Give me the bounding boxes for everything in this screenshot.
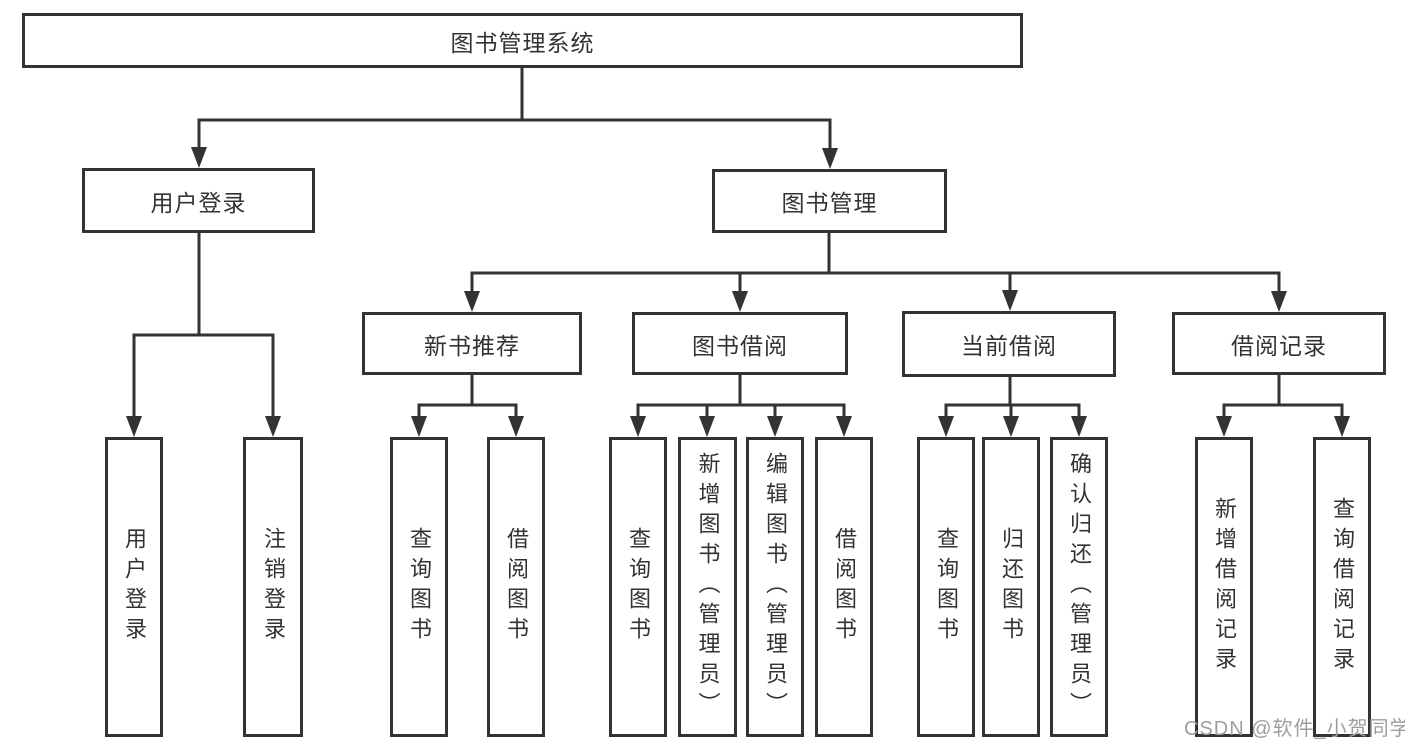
- node-library-management-system: 图书管理系统: [22, 13, 1023, 68]
- node-label: 图书管理: [781, 190, 878, 216]
- leaf-label: 新增图书（管理员）: [695, 452, 721, 722]
- leaf-add-borrow-record: 新增借阅记录: [1195, 437, 1253, 737]
- leaf-label: 查询借阅记录: [1330, 497, 1355, 677]
- node-label: 图书借阅: [692, 332, 788, 359]
- leaf-query-books-borrowing: 查询图书: [609, 437, 667, 737]
- node-current-borrowing: 当前借阅: [902, 311, 1116, 377]
- leaf-query-books-current: 查询图书: [917, 437, 975, 737]
- leaf-user-login: 用户登录: [105, 437, 163, 737]
- leaf-return-books: 归还图书: [982, 437, 1040, 737]
- leaf-label: 查询图书: [934, 527, 959, 647]
- leaf-label: 归还图书: [999, 527, 1024, 647]
- leaf-edit-books-admin: 编辑图书（管理员）: [746, 437, 804, 737]
- arrowheads: [126, 147, 1350, 437]
- node-label: 借阅记录: [1231, 332, 1327, 359]
- node-new-book-recommendation: 新书推荐: [362, 312, 582, 375]
- node-label: 图书管理系统: [450, 29, 595, 56]
- leaf-label: 借阅图书: [504, 527, 529, 647]
- leaf-label: 新增借阅记录: [1212, 497, 1237, 677]
- leaf-query-books-recommend: 查询图书: [390, 437, 448, 737]
- leaf-label: 用户登录: [122, 527, 147, 647]
- leaf-query-borrow-record: 查询借阅记录: [1313, 437, 1371, 737]
- leaf-label: 借阅图书: [832, 527, 857, 647]
- node-book-borrowing: 图书借阅: [632, 312, 848, 375]
- csdn-watermark: CSDN @软件_小贺同学: [1184, 718, 1405, 740]
- leaf-label: 编辑图书（管理员）: [763, 452, 788, 722]
- leaf-label: 确认归还（管理员）: [1067, 452, 1092, 722]
- node-label: 新书推荐: [424, 332, 520, 359]
- leaf-label: 查询图书: [626, 527, 651, 647]
- leaf-logout: 注销登录: [243, 437, 303, 737]
- node-borrowing-records: 借阅记录: [1172, 312, 1386, 375]
- node-label: 用户登录: [150, 189, 247, 216]
- node-book-management: 图书管理: [712, 169, 947, 233]
- leaf-confirm-return-admin: 确认归还（管理员）: [1050, 437, 1108, 737]
- leaf-add-books-admin: 新增图书（管理员）: [678, 437, 737, 737]
- leaf-label: 注销登录: [261, 527, 286, 647]
- leaf-label: 查询图书: [407, 527, 432, 647]
- leaf-borrow-books-recommend: 借阅图书: [487, 437, 545, 737]
- node-label: 当前借阅: [961, 333, 1057, 359]
- node-user-login: 用户登录: [82, 168, 315, 233]
- leaf-borrow-books: 借阅图书: [815, 437, 873, 737]
